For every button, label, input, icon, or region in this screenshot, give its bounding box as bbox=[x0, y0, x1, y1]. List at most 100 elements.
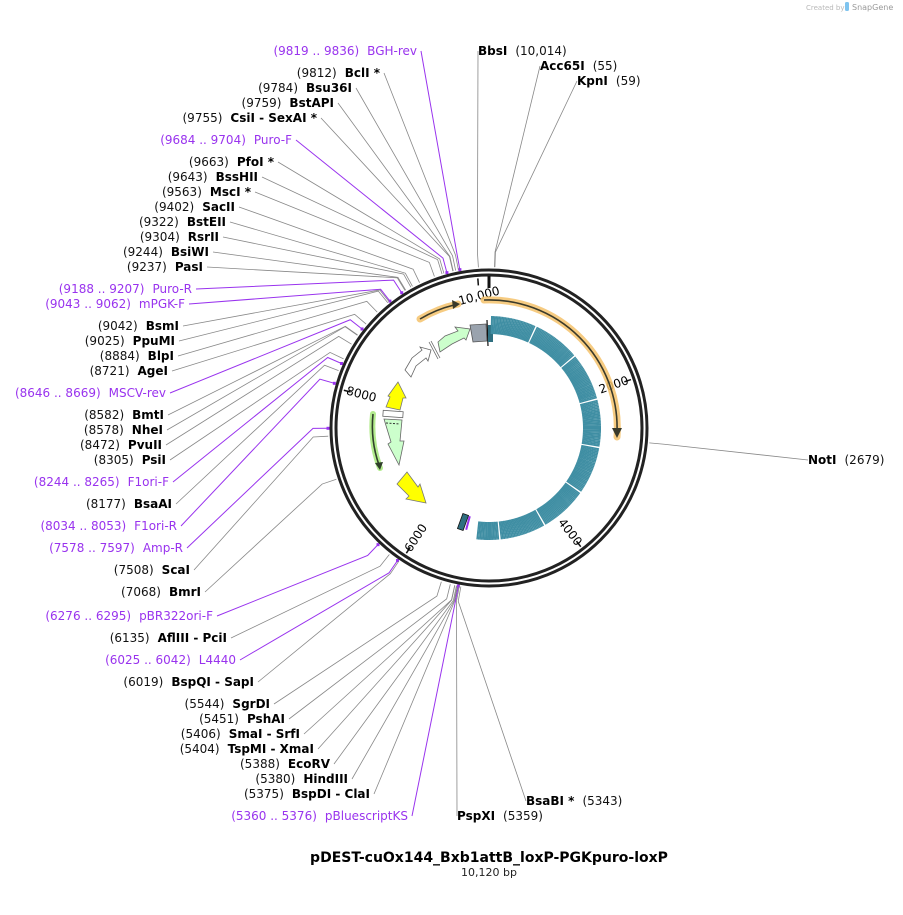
primer-label[interactable]: (9684 .. 9704)Puro-F bbox=[160, 133, 292, 147]
primer-name: Amp-R bbox=[143, 541, 183, 555]
primer-label[interactable]: (8646 .. 8669)MSCV-rev bbox=[15, 386, 166, 400]
leader-line bbox=[177, 300, 378, 357]
enzyme-label[interactable]: PspXI(5359) bbox=[457, 809, 543, 823]
primer-label[interactable]: (5360 .. 5376)pBluescriptKS bbox=[231, 809, 408, 823]
enzyme-label[interactable]: (5404)TspMI - XmaI bbox=[180, 742, 314, 756]
green-feature-arrow-top[interactable] bbox=[437, 326, 471, 353]
leader-line bbox=[457, 586, 527, 802]
cds-stripe bbox=[576, 460, 594, 469]
enzyme-label[interactable]: (8177)BsaAI bbox=[86, 497, 172, 511]
enzyme-name: BsaBI * bbox=[526, 794, 575, 808]
enzyme-label[interactable]: (9304)RsrII bbox=[140, 230, 219, 244]
cds-stripe bbox=[579, 399, 598, 406]
enzyme-label[interactable]: BbsI(10,014) bbox=[478, 44, 567, 58]
primer-pos: (9188 .. 9207) bbox=[59, 282, 145, 296]
enzyme-label[interactable]: Acc65I(55) bbox=[540, 59, 617, 73]
primer-label[interactable]: (9188 .. 9207)Puro-R bbox=[59, 282, 192, 296]
enzyme-label[interactable]: (8305)PsiI bbox=[94, 453, 166, 467]
enzyme-label[interactable]: (8472)PvuII bbox=[80, 438, 162, 452]
cds-stripe bbox=[549, 498, 563, 514]
primer-label[interactable]: (9819 .. 9836)BGH-rev bbox=[273, 44, 417, 58]
gray-feature-block[interactable] bbox=[469, 323, 488, 343]
enzyme-label[interactable]: (9402)SacII bbox=[154, 200, 235, 214]
feature-separator bbox=[382, 409, 404, 419]
enzyme-name: PsiI bbox=[142, 453, 166, 467]
primer-label[interactable]: (8034 .. 8053)F1ori-R bbox=[40, 519, 177, 533]
svg-text:PspXI(5359): PspXI(5359) bbox=[457, 809, 543, 823]
enzyme-pos: (9755) bbox=[183, 111, 223, 125]
enzyme-label[interactable]: (9755) CsiI - SexAI * bbox=[183, 111, 318, 125]
enzyme-label[interactable]: (9322)BstEII bbox=[139, 215, 226, 229]
enzyme-name: CsiI - SexAI * bbox=[230, 111, 317, 125]
enzyme-label[interactable]: (6135)AflIII - PciI bbox=[110, 631, 227, 645]
enzyme-label[interactable]: (8721)AgeI bbox=[90, 364, 168, 378]
cds-stripe bbox=[512, 319, 519, 338]
feature-labels: (9819 .. 9836)BGH-rev (9812)BclI *(9784)B… bbox=[15, 44, 884, 823]
cds-stripe bbox=[515, 320, 523, 339]
enzyme-label[interactable]: (5388)EcoRV bbox=[240, 757, 331, 771]
svg-text:Acc65I(55): Acc65I(55) bbox=[540, 59, 617, 73]
enzyme-label[interactable]: (9563)MscI * bbox=[162, 185, 252, 199]
primer-label[interactable]: (9043 .. 9062)mPGK-F bbox=[45, 297, 185, 311]
primer-pos: (9684 .. 9704) bbox=[160, 133, 246, 147]
white-feature-arrow[interactable] bbox=[404, 346, 432, 378]
enzyme-name: BstAPI bbox=[289, 96, 334, 110]
enzyme-label[interactable]: (9784)Bsu36I bbox=[258, 81, 352, 95]
primer-label[interactable]: (6025 .. 6042)L4440 bbox=[105, 653, 236, 667]
green-halo-line bbox=[371, 413, 380, 466]
enzyme-label[interactable]: (9042)BsmI bbox=[98, 319, 179, 333]
enzyme-label[interactable]: (7508)ScaI bbox=[114, 563, 190, 577]
yellow-feature-arrow-down[interactable] bbox=[396, 471, 427, 504]
primer-label[interactable]: (6276 .. 6295)pBR322ori-F bbox=[45, 609, 213, 623]
enzyme-label[interactable]: KpnI(59) bbox=[577, 74, 641, 88]
cds-stripe bbox=[544, 502, 557, 518]
cds-stripe bbox=[517, 321, 525, 339]
cds-stripe bbox=[496, 316, 501, 335]
enzyme-label[interactable]: BsaBI *(5343) bbox=[526, 794, 622, 808]
teal-cds-ring[interactable] bbox=[476, 316, 602, 541]
enzyme-label[interactable]: (5380)HindIII bbox=[255, 772, 348, 786]
enzyme-label[interactable]: (8578)NheI bbox=[84, 423, 163, 437]
cds-stripe bbox=[546, 339, 559, 355]
enzyme-label[interactable]: (7068)BmrI bbox=[121, 585, 201, 599]
enzyme-label[interactable]: (9244)BsiWI bbox=[123, 245, 209, 259]
snapgene-logo-icon bbox=[845, 2, 849, 11]
primer-label[interactable]: (8244 .. 8265)F1ori-F bbox=[34, 475, 169, 489]
enzyme-label[interactable]: (8884)BlpI bbox=[100, 349, 174, 363]
enzyme-label[interactable]: (9025)PpuMI bbox=[85, 334, 175, 348]
enzyme-pos: (55) bbox=[593, 59, 618, 73]
enzyme-label[interactable]: NotI(2679) bbox=[808, 453, 884, 467]
cds-stripe bbox=[508, 318, 514, 337]
cds-stripe bbox=[560, 487, 576, 501]
enzyme-pos: (9042) bbox=[98, 319, 138, 333]
dashed-marker bbox=[385, 422, 401, 425]
cds-stripe bbox=[556, 492, 571, 506]
enzyme-label[interactable]: (9759)BstAPI bbox=[242, 96, 334, 110]
enzyme-label[interactable]: (5406)SmaI - SrfI bbox=[181, 727, 300, 741]
enzyme-label[interactable]: (9643)BssHII bbox=[168, 170, 258, 184]
enzyme-name: TspMI - XmaI bbox=[228, 742, 314, 756]
svg-text:(7068)BmrI: (7068)BmrI bbox=[121, 585, 201, 599]
leader-line bbox=[494, 80, 578, 268]
leader-line bbox=[165, 335, 352, 446]
enzyme-label[interactable]: (6019)BspQI - SapI bbox=[123, 675, 254, 689]
leader-line bbox=[172, 356, 342, 483]
cds-stripe bbox=[567, 366, 584, 378]
enzyme-label[interactable]: (9663)PfoI * bbox=[189, 155, 275, 169]
cds-stripe bbox=[552, 345, 566, 360]
enzyme-label[interactable]: (5544)SgrDI bbox=[185, 697, 270, 711]
cds-stripe bbox=[515, 517, 522, 536]
enzyme-label[interactable]: (8582)BmtI bbox=[84, 408, 164, 422]
green-feature-arrow-down[interactable] bbox=[383, 418, 405, 467]
leader-line bbox=[169, 319, 363, 394]
yellow-feature-arrow-up[interactable] bbox=[385, 381, 407, 411]
primer-site-mark bbox=[339, 361, 343, 365]
svg-text:(9244)BsiWI: (9244)BsiWI bbox=[123, 245, 209, 259]
enzyme-label[interactable]: (5375)BspDI - ClaI bbox=[244, 787, 370, 801]
primer-label[interactable]: (7578 .. 7597)Amp-R bbox=[49, 541, 183, 555]
enzyme-label[interactable]: (9812)BclI * bbox=[297, 66, 381, 80]
enzyme-label[interactable]: (5451)PshAI bbox=[199, 712, 285, 726]
cds-stripe bbox=[570, 473, 587, 484]
enzyme-label[interactable]: (9237)PasI bbox=[127, 260, 203, 274]
svg-text:(9819 .. 9836)BGH-rev: (9819 .. 9836)BGH-rev bbox=[273, 44, 417, 58]
